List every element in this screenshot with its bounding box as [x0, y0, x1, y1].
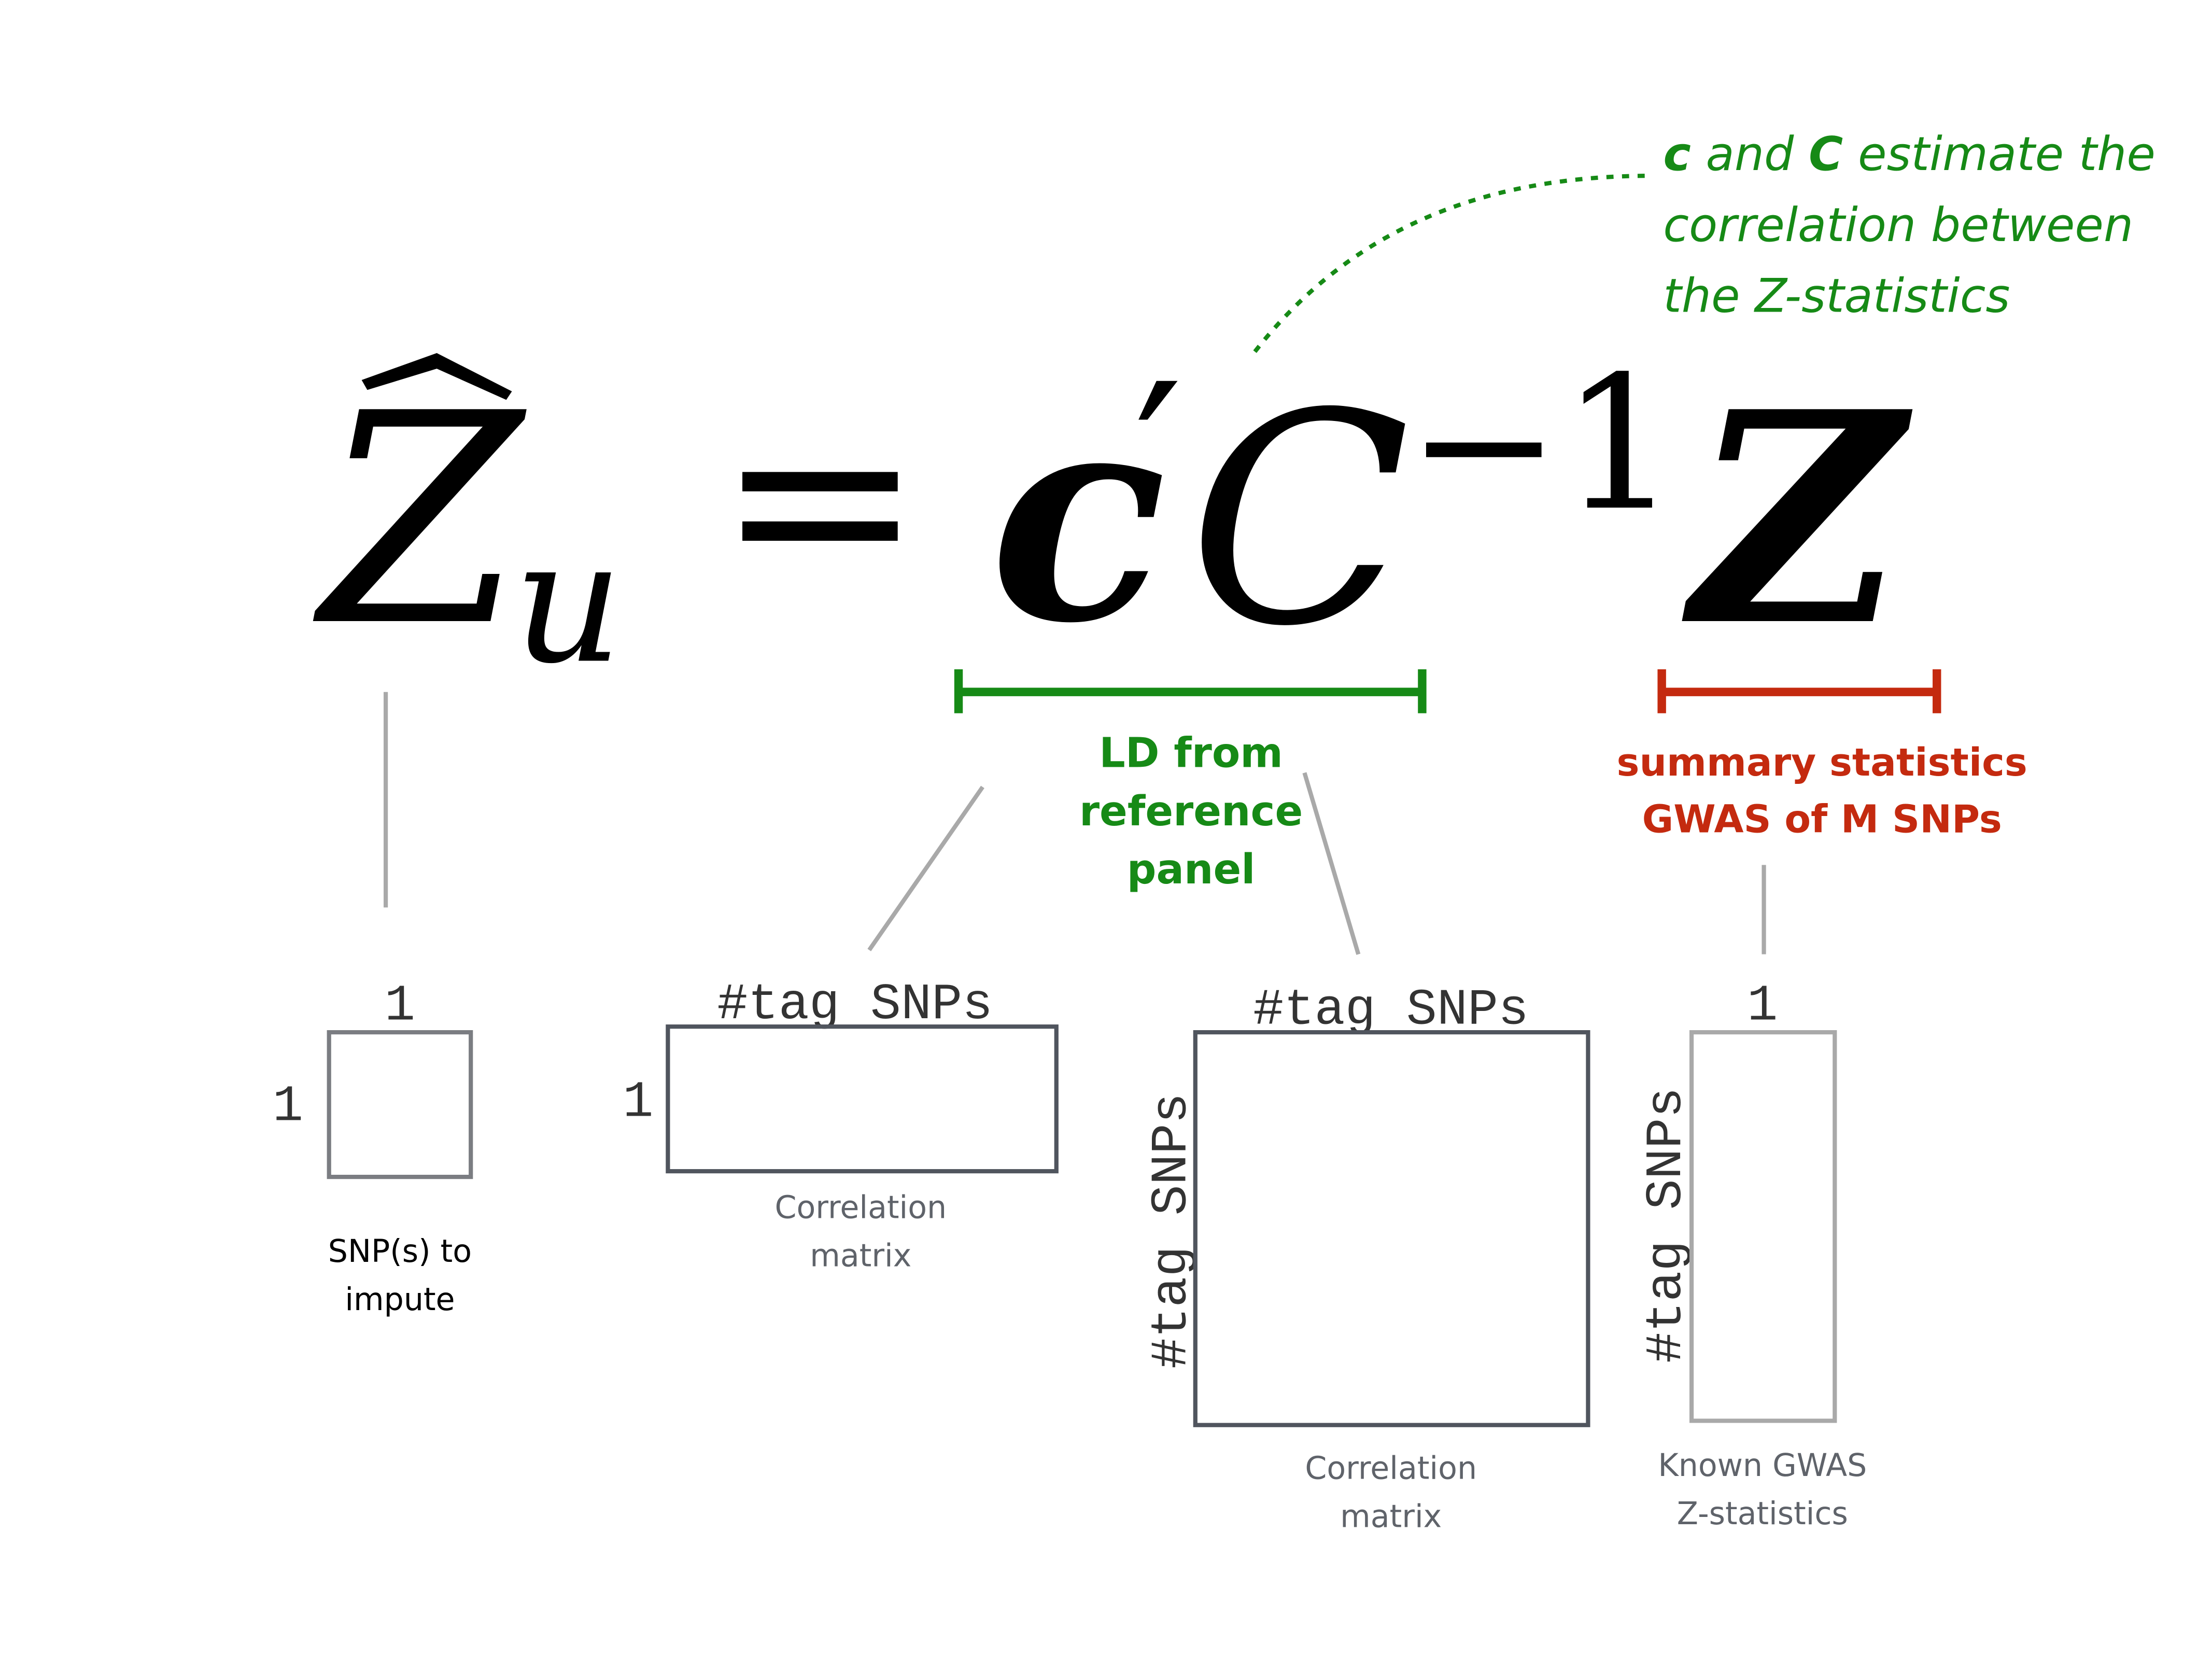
summary-bracket [1657, 669, 1941, 713]
ld-label-line-2: reference [1079, 787, 1303, 835]
box-z-vector: 1 #tag SNPs Known GWAS Z-statistics [1638, 977, 1867, 1532]
box2-caption-line-1: Correlation [774, 1189, 947, 1226]
box2-top-label: #tag SNPs [717, 976, 993, 1034]
box3-caption-line-2: matrix [1340, 1499, 1442, 1535]
annotation-line-3: the Z-statistics [1663, 269, 2010, 324]
summary-label: summary statistics GWAS of M SNPs [1617, 740, 2027, 841]
leader-line-c [867, 785, 984, 951]
annotation-dotted-curve [1253, 174, 1645, 353]
annotation-line-2: correlation between [1663, 198, 2133, 252]
box-C-matrix: #tag SNPs #tag SNPs Correlation matrix [1143, 981, 1590, 1535]
leader-lines [383, 692, 1766, 955]
box2-left-label: 1 [623, 1073, 653, 1131]
box1-caption-line-1: SNP(s) to [328, 1233, 472, 1270]
box1-rect [327, 1030, 473, 1179]
leader-line-C [1302, 772, 1361, 955]
ld-label-line-3: panel [1127, 845, 1256, 893]
box4-caption-line-1: Known GWAS [1658, 1447, 1867, 1484]
subscript-u: u [513, 503, 623, 701]
box-c-vector: #tag SNPs 1 Correlation matrix [623, 976, 1059, 1274]
summary-label-line-2: GWAS of M SNPs [1642, 797, 2002, 841]
equation: Z u = c ′ C −1 Z [312, 336, 1914, 701]
ld-bracket [954, 669, 1427, 713]
hat-symbol [361, 353, 512, 400]
box4-caption-line-2: Z-statistics [1677, 1496, 1848, 1532]
C-matrix-symbol: C [1188, 352, 1411, 690]
z-vector-symbol: Z [1678, 349, 1914, 690]
ld-label-line-1: LD from [1099, 729, 1283, 777]
box1-left-label: 1 [273, 1078, 303, 1136]
z-hat-symbol: Z [312, 352, 530, 690]
equals-sign: = [716, 354, 924, 643]
c-vector-symbol: c [990, 346, 1166, 687]
annotation-text: c and C estimate the correlation between… [1663, 127, 2155, 324]
box3-rect [1193, 1030, 1590, 1427]
box-snps-to-impute: 1 1 SNP(s) to impute [273, 977, 473, 1318]
box2-rect [666, 1024, 1059, 1174]
box1-top-label: 1 [385, 977, 415, 1035]
prime-symbol: ′ [1134, 339, 1182, 586]
summary-label-line-1: summary statistics [1617, 740, 2027, 785]
inverse-exponent: −1 [1406, 336, 1678, 551]
box1-caption-line-2: impute [345, 1282, 455, 1318]
ld-label: LD from reference panel [1079, 729, 1303, 893]
box4-rect [1689, 1030, 1837, 1423]
box4-left-label: #tag SNPs [1638, 1087, 1696, 1363]
annotation-line-1: c and C estimate the [1663, 127, 2155, 181]
box3-left-label: #tag SNPs [1143, 1093, 1201, 1369]
box3-top-label: #tag SNPs [1253, 981, 1529, 1039]
box2-caption-line-2: matrix [810, 1238, 911, 1274]
box3-caption-line-1: Correlation [1305, 1451, 1477, 1487]
box4-top-label: 1 [1747, 977, 1778, 1035]
